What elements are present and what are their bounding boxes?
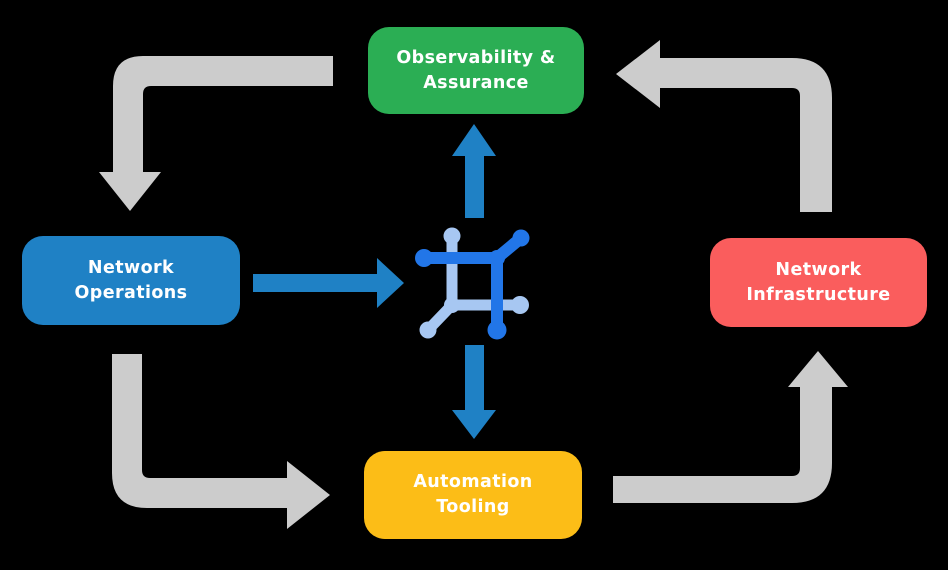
- node-network-infrastructure-label: Network Infrastructure: [746, 259, 891, 305]
- node-network-operations: Network Operations: [22, 236, 240, 325]
- cycle-arrow-observability-to-operations: [99, 56, 333, 211]
- node-automation-tooling-label: Automation Tooling: [413, 472, 533, 517]
- flow-arrow-operations-to-center: [253, 258, 404, 308]
- flow-arrow-center-to-automation: [452, 345, 496, 439]
- network-automation-platform-icon: [415, 227, 530, 340]
- icon-dark-nodes: [415, 229, 530, 340]
- flow-arrow-center-to-observability: [452, 124, 496, 218]
- node-automation-tooling: Automation Tooling: [364, 451, 582, 539]
- cycle-arrow-operations-to-automation: [112, 354, 330, 529]
- icon-light-nodes: [419, 227, 529, 339]
- cycle-arrow-infrastructure-to-observability: [616, 40, 832, 212]
- cycle-arrow-automation-to-infrastructure: [613, 351, 848, 503]
- node-observability-assurance-label: Observability & Assurance: [396, 47, 556, 93]
- node-observability-assurance: Observability & Assurance: [368, 27, 584, 114]
- node-network-infrastructure: Network Infrastructure: [710, 238, 927, 327]
- node-network-operations-label: Network Operations: [74, 257, 188, 303]
